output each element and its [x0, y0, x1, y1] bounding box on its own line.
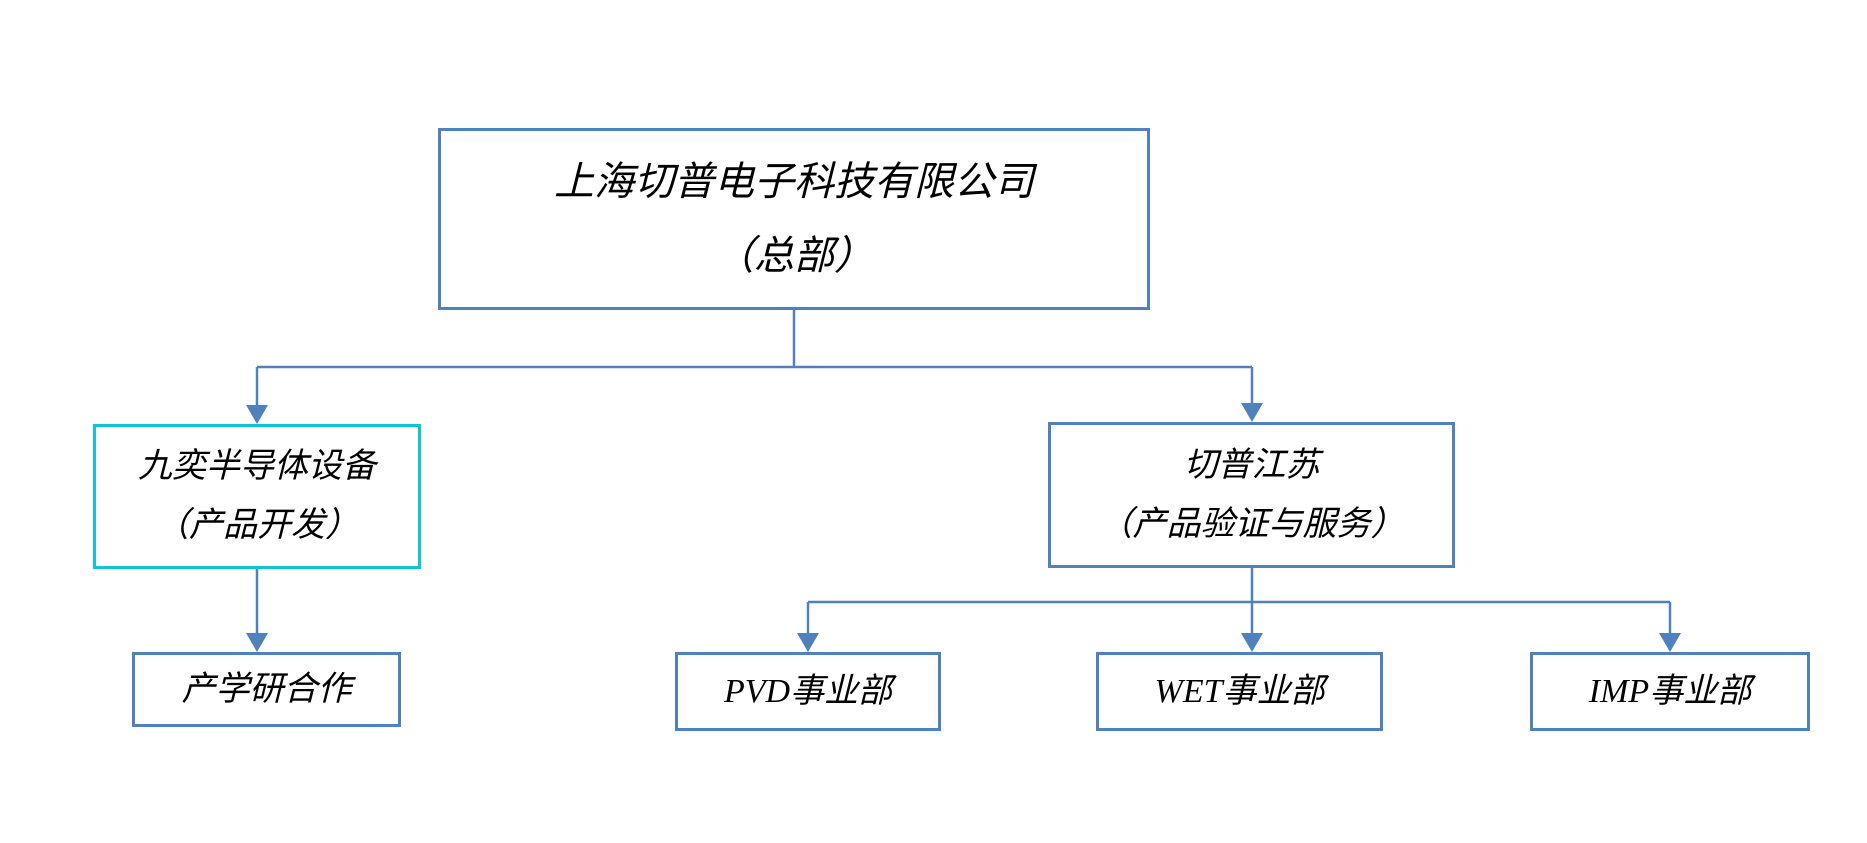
node-wet-division: WET事业部 [1096, 652, 1383, 731]
arrowhead-pvd [797, 633, 819, 652]
node-imp-label: IMP事业部 [1588, 672, 1752, 710]
arrowhead-coop [246, 633, 268, 652]
node-headquarters: 上海切普电子科技有限公司 （总部） [438, 128, 1150, 310]
node-imp-division: IMP事业部 [1530, 652, 1810, 731]
node-jiangsu-subtitle: （产品验证与服务） [1098, 505, 1405, 543]
node-jiangsu-title: 切普江苏 [1183, 446, 1320, 484]
node-pvd-division: PVD事业部 [675, 652, 941, 731]
arrowhead-imp [1659, 633, 1681, 652]
node-jiuyi-semiconductor: 九奕半导体设备 （产品开发） [93, 424, 421, 569]
node-jiuyi-title: 九奕半导体设备 [138, 448, 376, 486]
node-headquarters-title: 上海切普电子科技有限公司 [554, 159, 1034, 205]
node-industry-academia-cooperation: 产学研合作 [132, 652, 401, 727]
arrowhead-wet [1241, 633, 1263, 652]
arrowhead-jiangsu [1241, 403, 1263, 422]
node-coop-label: 产学研合作 [181, 670, 352, 708]
node-qiepu-jiangsu: 切普江苏 （产品验证与服务） [1048, 422, 1455, 568]
arrowhead-jiuyi [246, 405, 268, 424]
node-pvd-label: PVD事业部 [723, 672, 893, 710]
node-jiuyi-subtitle: （产品开发） [155, 507, 359, 545]
node-headquarters-subtitle: （总部） [714, 232, 874, 278]
node-wet-label: WET事业部 [1154, 672, 1325, 710]
